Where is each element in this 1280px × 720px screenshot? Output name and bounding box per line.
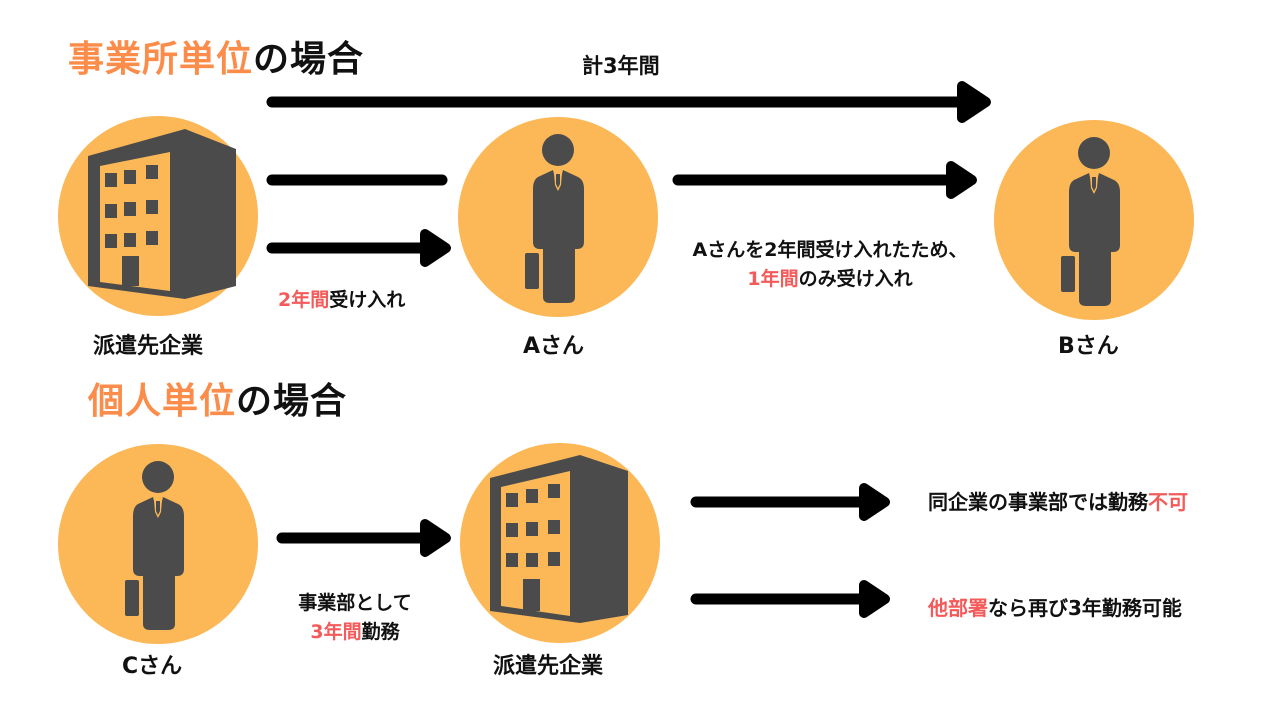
outcome-other-department-accent: 他部署	[928, 596, 988, 620]
section1-heading-rest: の場合	[253, 39, 365, 80]
node-person-a-label: Aさん	[523, 334, 585, 359]
arrow-to-host-company	[276, 519, 451, 557]
businessperson-icon	[525, 134, 584, 303]
arrow2-caption-line2: 1年間のみ受け入れ	[655, 265, 1005, 294]
arrow2-caption: Aさんを2年間受け入れたため、 1年間のみ受け入れ	[655, 236, 1005, 293]
arrow-outcome-other-department	[690, 580, 890, 618]
node-host-company	[58, 116, 258, 316]
outcome-same-division-accent: 不可	[1148, 490, 1188, 514]
arrow1-caption-rest: 受け入れ	[329, 289, 406, 311]
arrow2-caption-accent: 1年間	[747, 267, 799, 290]
arrow3-caption-line1: 事業部として	[298, 592, 412, 614]
node-person-b	[994, 120, 1194, 320]
outcome-same-division-text: 同企業の事業部では勤務	[928, 490, 1148, 514]
node-person-c-label: Cさん	[122, 654, 183, 679]
section2-heading: 個人単位の場合	[88, 384, 347, 420]
node-host-company-label: 派遣先企業	[93, 334, 204, 359]
section1-heading: 事業所単位の場合	[68, 42, 364, 78]
node-person-a	[458, 117, 658, 317]
arrow-to-person-a	[266, 229, 451, 267]
arrow3-caption-rest: 勤務	[361, 620, 400, 643]
node-person-c	[58, 444, 258, 644]
total-duration-label: 計3年間	[582, 54, 660, 78]
arrow1-caption-accent: 2年間	[278, 289, 330, 311]
outcome-other-department-text: なら再び3年勤務可能	[988, 596, 1182, 620]
node-person-b-label: Bさん	[1058, 334, 1119, 359]
arrow3-caption-accent: 3年間	[310, 620, 362, 643]
arrow1-caption: 2年間受け入れ	[278, 286, 405, 315]
arrow3-caption-line2: 3年間勤務	[265, 618, 445, 647]
connector-line	[266, 174, 448, 186]
node-host-company-2-label: 派遣先企業	[493, 654, 604, 679]
section2-heading-accent: 個人単位	[88, 381, 237, 422]
arrow3-caption: 事業部として 3年間勤務	[265, 589, 445, 646]
node-host-company-2	[460, 443, 660, 643]
arrow-to-person-b	[672, 161, 977, 199]
businessperson-icon	[125, 461, 184, 630]
section1-heading-accent: 事業所単位	[68, 39, 254, 80]
outcome-other-department: 他部署なら再び3年勤務可能	[928, 598, 1182, 618]
section2-heading-rest: の場合	[236, 381, 348, 422]
total-duration-arrow	[266, 81, 991, 123]
outcome-same-division: 同企業の事業部では勤務不可	[928, 492, 1188, 512]
arrow2-caption-line1: Aさんを2年間受け入れたため、	[692, 239, 968, 261]
arrow-outcome-same-division	[690, 483, 890, 521]
building-icon	[490, 455, 628, 623]
businessperson-icon	[1061, 137, 1120, 306]
building-icon	[88, 129, 236, 299]
arrow2-caption-rest: のみ受け入れ	[798, 267, 913, 290]
